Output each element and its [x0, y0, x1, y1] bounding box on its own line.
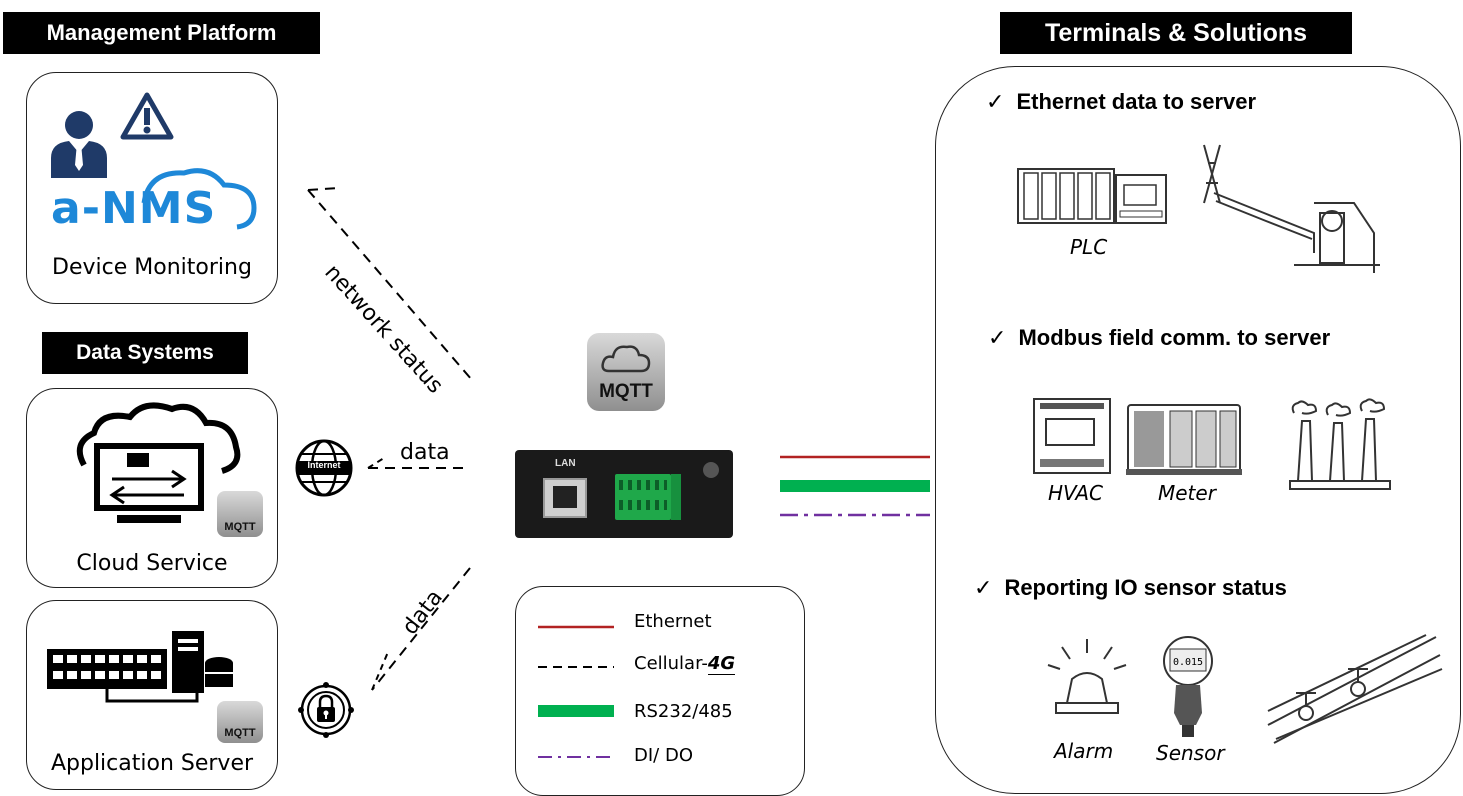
sensor-icon: 0.015 — [1163, 636, 1213, 737]
section-ethernet-heading: ✓Ethernet data to server — [986, 89, 1257, 114]
legend-cellular-swatch — [538, 666, 614, 668]
terminals-panel: ✓Ethernet data to server PLC ✓Modbus fie… — [935, 66, 1461, 794]
data-systems-title: Data Systems — [42, 332, 248, 374]
lan-port-label: LAN — [555, 458, 576, 469]
plc-label: PLC — [1070, 235, 1108, 259]
device-monitoring-panel[interactable]: a-NMS Device Monitoring — [26, 72, 278, 304]
terminal-block[interactable] — [615, 474, 671, 520]
server-rack-icon — [47, 631, 233, 703]
data-line-top-arrowhead — [367, 457, 385, 469]
meter-label: Meter — [1158, 481, 1216, 505]
legend-dido-label: DI/ DO — [634, 745, 693, 766]
legend-ethernet-swatch — [538, 625, 614, 629]
legend-ethernet-label: Ethernet — [634, 611, 712, 632]
application-server-panel[interactable]: MQTT Application Server — [26, 600, 278, 790]
terminal-block-right[interactable] — [671, 474, 681, 520]
data-label-top: data — [400, 440, 450, 465]
plc-icon — [1017, 168, 1167, 224]
legend-panel: Ethernet Cellular-4G RS232/485 DI/ DO — [515, 586, 805, 796]
oil-pump-icon — [1203, 144, 1380, 273]
meter-icon — [1126, 404, 1242, 475]
legend-cellular-label: Cellular-4G — [634, 653, 736, 675]
person-icon — [51, 111, 107, 178]
legend-cellular-4g: 4G — [707, 653, 736, 675]
svg-text:0.015: 0.015 — [1173, 657, 1203, 668]
alarm-label: Alarm — [1054, 739, 1114, 763]
nms-logo-text: a-NMS — [51, 183, 217, 234]
gateway-device[interactable]: LAN — [515, 450, 733, 538]
legend-dido-swatch — [538, 756, 614, 758]
factory-icon — [1289, 398, 1391, 490]
server-mqtt-badge: MQTT — [217, 701, 263, 743]
sensor-label: Sensor — [1156, 741, 1225, 765]
pipeline-valve-icon — [1267, 634, 1443, 744]
device-monitoring-caption: Device Monitoring — [52, 255, 252, 280]
data-line-bottom — [371, 567, 471, 691]
legend-rs232-swatch — [538, 705, 614, 717]
mqtt-main-badge: MQTT — [587, 333, 665, 411]
alarm-icon — [1047, 639, 1127, 714]
cloud-service-caption: Cloud Service — [76, 551, 228, 576]
section-modbus-heading: ✓Modbus field comm. to server — [988, 325, 1331, 350]
data-line-bottom-arrowhead — [371, 651, 389, 691]
secure-lock-icon — [298, 682, 354, 738]
cloud-monitor-icon — [76, 402, 241, 523]
hvac-label: HVAC — [1048, 481, 1104, 505]
hvac-icon — [1033, 398, 1111, 474]
management-platform-title: Management Platform — [3, 12, 320, 54]
ground-symbol-icon — [703, 462, 719, 478]
application-server-caption: Application Server — [50, 751, 254, 776]
cloud-logo-icon — [141, 168, 257, 230]
network-status-arrowhead — [307, 187, 339, 191]
mqtt-cloud-icon — [601, 345, 651, 373]
warning-icon — [120, 92, 174, 140]
legend-rs232-label: RS232/485 — [634, 701, 733, 722]
section-io-heading: ✓Reporting IO sensor status — [974, 575, 1287, 600]
internet-label: Internet — [307, 460, 341, 470]
internet-globe-icon — [295, 439, 353, 497]
network-status-line — [307, 189, 473, 381]
cloud-mqtt-badge: MQTT — [217, 491, 263, 537]
lan-port[interactable] — [543, 478, 587, 518]
cloud-service-panel[interactable]: MQTT Cloud Service — [26, 388, 278, 588]
terminals-solutions-title: Terminals & Solutions — [1000, 12, 1352, 54]
